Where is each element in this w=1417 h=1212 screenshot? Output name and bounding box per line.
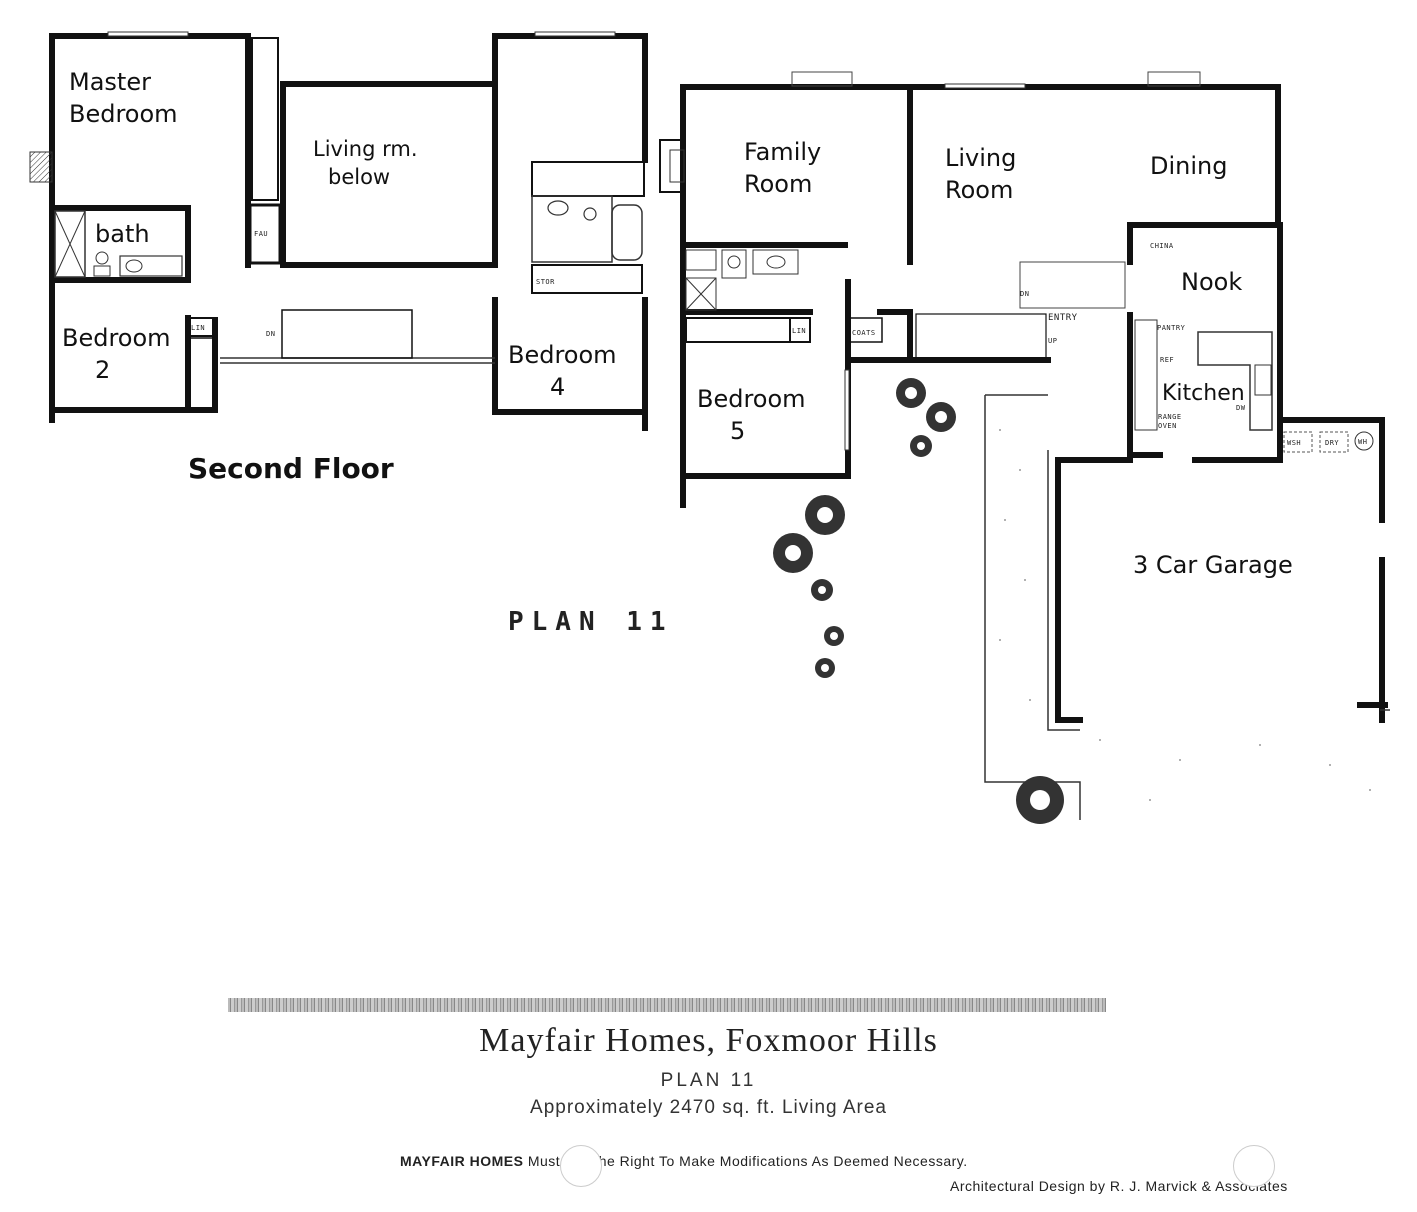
disclaimer-text: Must rve The Right To Make Modifications… — [527, 1153, 968, 1169]
living-room-label-line1: Living — [945, 144, 1016, 172]
caption-title: Mayfair Homes, Foxmoor Hills — [479, 1022, 938, 1059]
range-label: RANGE — [1158, 413, 1182, 421]
family-room-label-line1: Family — [744, 138, 821, 166]
stair-second-floor-upper — [251, 37, 279, 201]
dry-label: DRY — [1325, 439, 1339, 447]
bedroom2-label-line1: Bedroom — [62, 324, 171, 352]
china-label: CHINA — [1150, 242, 1174, 250]
lin-label-1: LIN — [191, 324, 205, 332]
caption-area: Approximately 2470 sq. ft. Living Area — [530, 1097, 887, 1118]
caption-divider — [228, 998, 1106, 1012]
bedroom5-label-line2: 5 — [730, 417, 745, 445]
up-label: UP — [1048, 337, 1057, 345]
bath-label: bath — [95, 220, 150, 248]
ref-label: REF — [1160, 356, 1174, 364]
first-floor-plan: LIN COATS ENTRY UP DN CHINA PANTRY REF R… — [659, 71, 1390, 824]
fau-label: FAU — [254, 230, 268, 238]
punch-hole — [1233, 1145, 1275, 1187]
punch-hole — [560, 1145, 602, 1187]
bedroom5-label-line1: Bedroom — [697, 385, 806, 413]
bedroom2-label-line2: 2 — [95, 356, 110, 384]
landscape-shrubs — [773, 378, 1064, 824]
bedroom4-label-line1: Bedroom — [508, 341, 617, 369]
master-bedroom-label-line2: Bedroom — [69, 100, 178, 128]
wh-label: WH — [1358, 438, 1367, 446]
nook-label: Nook — [1181, 268, 1242, 296]
bedroom4-label-line2: 4 — [550, 373, 565, 401]
family-room-label-line2: Room — [744, 170, 812, 198]
disclaimer: MAYFAIR HOMES Must rve The Right To Make… — [400, 1153, 968, 1169]
second-floor-plan: FAU STOR LIN DN — [29, 31, 648, 431]
living-room-label-line2: Room — [945, 176, 1013, 204]
chimney — [29, 151, 53, 183]
second-floor-heading: Second Floor — [188, 452, 394, 485]
oven-label: OVEN — [1158, 422, 1177, 430]
dw-label: DW — [1236, 404, 1246, 412]
coats-label: COATS — [852, 329, 876, 337]
master-bedroom-label-line1: Master — [69, 68, 151, 96]
plan-number-label: PLAN 11 — [508, 607, 674, 637]
kitchen-label: Kitchen — [1162, 381, 1245, 406]
dn-label-second: DN — [266, 330, 275, 338]
design-credit: Architectural Design by R. J. Marvick & … — [950, 1178, 1288, 1194]
living-below-label-line2: below — [328, 165, 390, 189]
disclaimer-brand: MAYFAIR HOMES — [400, 1153, 524, 1169]
dining-label: Dining — [1150, 152, 1227, 180]
dn-label-first: DN — [1020, 290, 1029, 298]
pantry-label: PANTRY — [1157, 324, 1186, 332]
wsh-label: WSH — [1287, 439, 1301, 447]
stor-label: STOR — [536, 278, 555, 286]
living-below-label-line1: Living rm. — [313, 137, 418, 161]
entry-label: ENTRY — [1048, 313, 1078, 323]
stair-second-floor-hall — [281, 309, 413, 359]
stair-first-floor — [915, 261, 1126, 359]
lin-label-first: LIN — [792, 327, 806, 335]
caption-plan: PLAN 11 — [660, 1070, 757, 1091]
garage-label: 3 Car Garage — [1133, 551, 1293, 579]
